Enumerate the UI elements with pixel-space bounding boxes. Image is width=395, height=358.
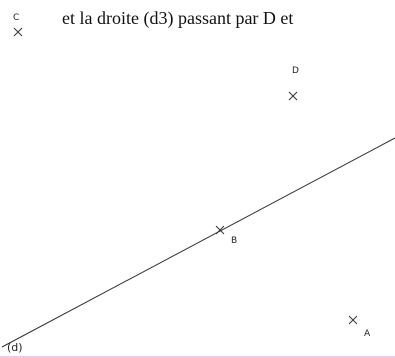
point-b-mark	[215, 225, 225, 235]
line-d	[1, 137, 395, 348]
point-d-label: D	[292, 66, 299, 76]
point-a-mark	[348, 315, 358, 325]
point-c-mark	[13, 27, 23, 37]
point-a-label: A	[364, 329, 371, 339]
point-b-label: B	[231, 236, 238, 246]
point-d-mark	[288, 91, 298, 101]
line-d-label: (d)	[7, 341, 23, 354]
instruction-text: et la droite (d3) passant par D et	[62, 8, 294, 28]
bottom-edge	[0, 356, 395, 358]
point-c-label: C	[13, 13, 20, 23]
